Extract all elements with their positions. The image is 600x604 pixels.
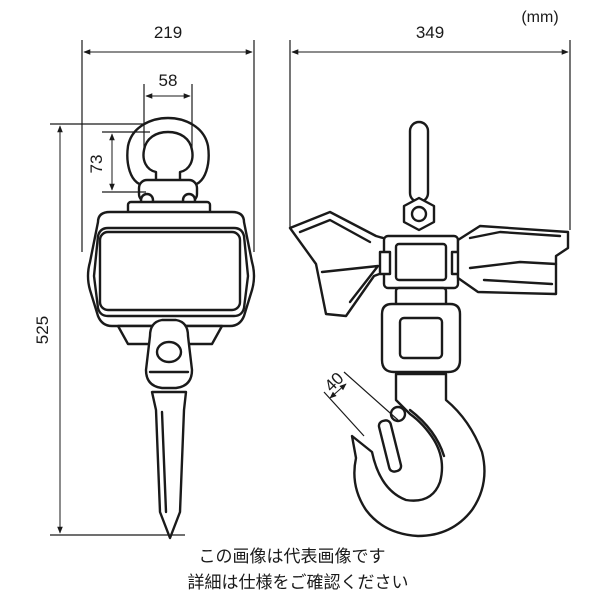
dim-58-label: 58 [159, 71, 178, 90]
hook-swivel [144, 318, 194, 390]
dim-40-label: 40 [321, 369, 348, 396]
dimension-525: 525 [33, 125, 63, 534]
side-view [288, 40, 571, 538]
caption-line-2: 詳細は仕様をご確認ください [188, 573, 409, 593]
dim-349-label: 349 [416, 23, 444, 42]
dimension-219: 219 [83, 23, 253, 55]
right-wing [456, 224, 570, 296]
display-window [92, 226, 250, 318]
hex-nut [402, 196, 436, 232]
left-wing [288, 210, 392, 318]
dim-219-label: 219 [154, 23, 182, 42]
top-rod [408, 120, 430, 204]
caption-line-1: この画像は代表画像です [199, 547, 386, 567]
swivel-housing [380, 286, 462, 374]
scale-body [86, 210, 256, 346]
dimension-73: 73 [87, 131, 150, 193]
central-block [378, 234, 464, 290]
unit-label: (mm) [521, 9, 558, 26]
shackle [126, 116, 210, 208]
safety-latch [377, 419, 403, 473]
dimension-58: 58 [143, 71, 193, 150]
big-hook [350, 372, 486, 538]
dim-525-label: 525 [33, 316, 52, 344]
dim-73-label: 73 [87, 155, 106, 174]
front-view [50, 40, 256, 540]
dimension-349: 349 [291, 23, 569, 55]
hook-shank-front [150, 390, 188, 540]
